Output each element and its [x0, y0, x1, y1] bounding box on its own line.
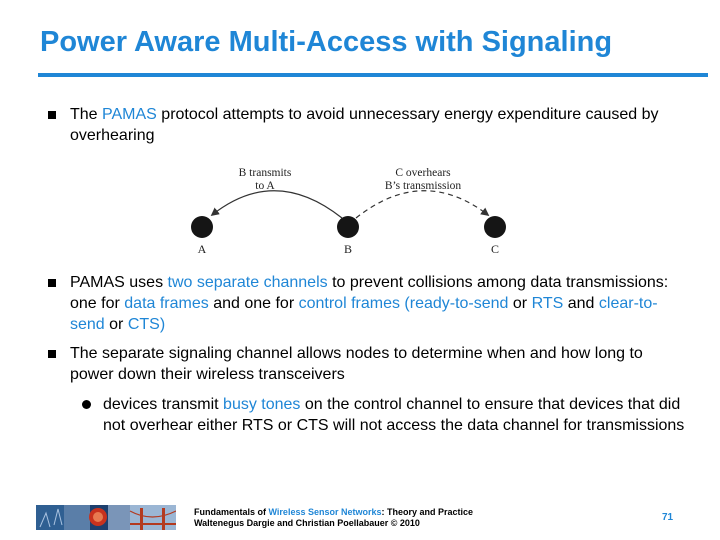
slide-title: Power Aware Multi-Access with Signaling [40, 26, 613, 58]
sub-bullet-text: devices transmit busy tones on the contr… [103, 396, 685, 434]
bullet-text: The separate signaling channel allows no… [70, 345, 643, 383]
highlight-cts: CTS) [127, 316, 166, 333]
label-b-transmission: B’s transmission [385, 180, 462, 192]
highlight-rts: RTS [531, 295, 564, 312]
bullet-two-channels: PAMAS uses two separate channels to prev… [48, 272, 688, 335]
footer-book-title: Wireless Sensor Networks [268, 507, 382, 517]
sub-bullet-busy-tones: devices transmit busy tones on the contr… [82, 394, 692, 436]
footer-line-2: Waltenegus Dargie and Christian Poellaba… [194, 518, 420, 528]
page-number: 71 [662, 512, 674, 523]
footer-citation: Fundamentals of Wireless Sensor Networks… [194, 507, 473, 529]
label-b-transmits: B transmits [239, 167, 292, 179]
bullet-text: The PAMAS protocol attempts to avoid unn… [70, 106, 659, 144]
highlight-busy-tones: busy tones [223, 396, 301, 413]
arrow-b-to-a [210, 190, 343, 219]
node-b [337, 216, 359, 238]
footer-banner-image [36, 505, 176, 530]
highlight-cts-long: clear-to-send [70, 295, 658, 333]
square-bullet-icon [48, 111, 56, 119]
arrow-b-to-c [355, 190, 490, 219]
label-c-overhears: C overhears [395, 167, 451, 179]
bullet-text: PAMAS uses two separate channels to prev… [70, 274, 669, 333]
node-b-label: B [344, 242, 352, 256]
bullet-pamas-intro: The PAMAS protocol attempts to avoid unn… [48, 104, 688, 146]
title-underline [38, 73, 708, 77]
highlight-pamas: PAMAS [102, 106, 157, 123]
footer-line-1: Fundamentals of Wireless Sensor Networks… [194, 507, 474, 517]
square-bullet-icon [48, 279, 56, 287]
round-bullet-icon [82, 400, 91, 409]
bullet-signaling-channel: The separate signaling channel allows no… [48, 343, 688, 385]
highlight-control-frames: control frames (ready-to-send [298, 295, 509, 312]
node-a-label: A [198, 242, 207, 256]
label-to-a: to A [255, 180, 275, 192]
highlight-data-frames: data frames [124, 295, 209, 312]
node-a [191, 216, 213, 238]
overhearing-diagram: B transmits to A C overhears B’s transmi… [191, 167, 506, 256]
node-c [484, 216, 506, 238]
node-c-label: C [491, 242, 499, 256]
square-bullet-icon [48, 350, 56, 358]
highlight-two-channels: two separate channels [167, 274, 328, 291]
